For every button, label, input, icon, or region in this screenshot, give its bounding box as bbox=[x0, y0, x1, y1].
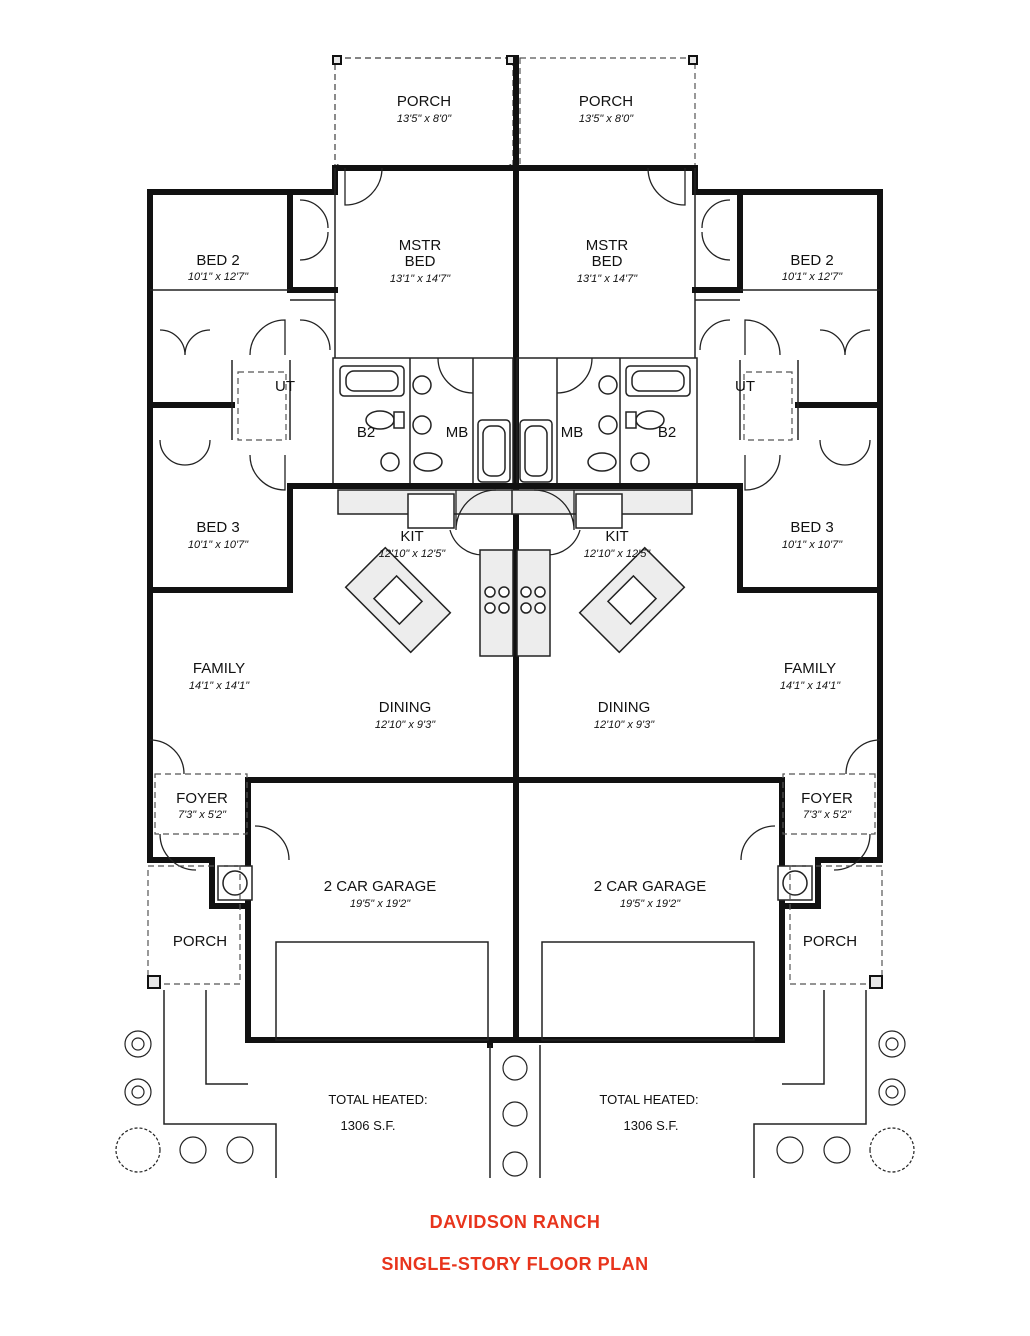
dim-bed3-right: 10'1" x 10'7" bbox=[782, 539, 843, 551]
total-heated-label-right: TOTAL HEATED: bbox=[599, 1092, 698, 1107]
label-mb-right: MB bbox=[561, 424, 584, 441]
label-mstr-left-1: MSTR bbox=[399, 237, 442, 254]
label-kit-left: KIT bbox=[400, 528, 423, 545]
total-heated-label-left: TOTAL HEATED: bbox=[328, 1092, 427, 1107]
label-b2-left: B2 bbox=[357, 424, 375, 441]
landscaping-left bbox=[115, 1030, 254, 1173]
total-heated-value-right: 1306 S.F. bbox=[624, 1118, 679, 1133]
dim-foyer-right: 7'3" x 5'2" bbox=[803, 809, 852, 821]
dim-porch-rear-left: 13'5" x 8'0" bbox=[397, 113, 452, 125]
label-family-left: FAMILY bbox=[193, 660, 245, 677]
plan-subtitle: SINGLE-STORY FLOOR PLAN bbox=[381, 1254, 649, 1274]
label-foyer-right: FOYER bbox=[801, 790, 853, 807]
rear-porch-right bbox=[519, 55, 698, 167]
label-bed2-right: BED 2 bbox=[790, 252, 833, 269]
label-kit-right: KIT bbox=[605, 528, 628, 545]
dim-dining-left: 12'10" x 9'3" bbox=[375, 719, 436, 731]
label-garage-left: 2 CAR GARAGE bbox=[324, 878, 437, 895]
label-porch-front-left: PORCH bbox=[173, 933, 227, 950]
dim-family-left: 14'1" x 14'1" bbox=[189, 680, 250, 692]
label-mstr-right-2: BED bbox=[592, 253, 623, 270]
left-unit-fixtures bbox=[147, 167, 514, 1178]
label-mstr-right-1: MSTR bbox=[586, 237, 629, 254]
plan-title: DAVIDSON RANCH bbox=[429, 1212, 601, 1232]
label-family-right: FAMILY bbox=[784, 660, 836, 677]
left-unit-walls bbox=[147, 165, 519, 1048]
label-bed3-left: BED 3 bbox=[196, 519, 239, 536]
dim-porch-rear-right: 13'5" x 8'0" bbox=[579, 113, 634, 125]
dim-family-right: 14'1" x 14'1" bbox=[780, 680, 841, 692]
label-garage-right: 2 CAR GARAGE bbox=[594, 878, 707, 895]
dim-bed3-left: 10'1" x 10'7" bbox=[188, 539, 249, 551]
label-ut-left: UT bbox=[275, 378, 295, 395]
label-bed3-right: BED 3 bbox=[790, 519, 833, 536]
landscaping-center bbox=[502, 1055, 528, 1177]
total-heated-value-left: 1306 S.F. bbox=[341, 1118, 396, 1133]
dim-bed2-left: 10'1" x 12'7" bbox=[188, 271, 249, 283]
landscaping-right bbox=[776, 1030, 915, 1173]
dim-bed2-right: 10'1" x 12'7" bbox=[782, 271, 843, 283]
dim-kit-right: 12'10" x 12'5" bbox=[584, 548, 652, 560]
dim-kit-left: 12'10" x 12'5" bbox=[379, 548, 447, 560]
dim-foyer-left: 7'3" x 5'2" bbox=[178, 809, 227, 821]
dim-garage-right: 19'5" x 19'2" bbox=[620, 898, 681, 910]
rear-porch-left bbox=[332, 55, 516, 167]
dim-mstr-left: 13'1" x 14'7" bbox=[390, 273, 451, 285]
dim-dining-right: 12'10" x 9'3" bbox=[594, 719, 655, 731]
label-dining-right: DINING bbox=[598, 699, 651, 716]
dim-garage-left: 19'5" x 19'2" bbox=[350, 898, 411, 910]
dim-mstr-right: 13'1" x 14'7" bbox=[577, 273, 638, 285]
label-porch-rear-left: PORCH bbox=[397, 93, 451, 110]
label-bed2-left: BED 2 bbox=[196, 252, 239, 269]
label-mb-left: MB bbox=[446, 424, 469, 441]
label-porch-front-right: PORCH bbox=[803, 933, 857, 950]
label-b2-right: B2 bbox=[658, 424, 676, 441]
label-porch-rear-right: PORCH bbox=[579, 93, 633, 110]
label-foyer-left: FOYER bbox=[176, 790, 228, 807]
label-ut-right: UT bbox=[735, 378, 755, 395]
label-dining-left: DINING bbox=[379, 699, 432, 716]
label-mstr-left-2: BED bbox=[405, 253, 436, 270]
right-unit-walls bbox=[511, 165, 883, 1043]
